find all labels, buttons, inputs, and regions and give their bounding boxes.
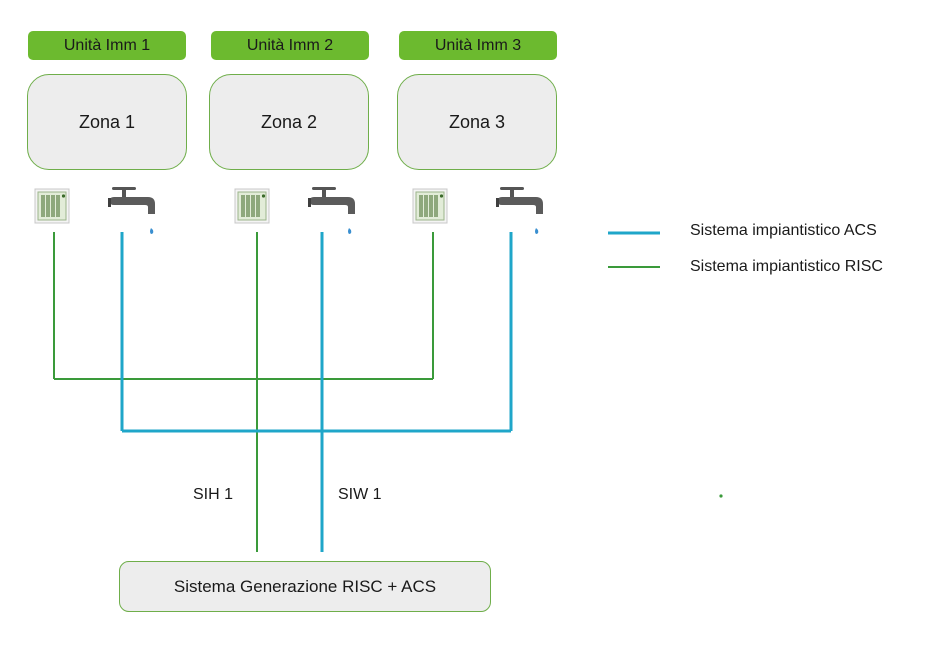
siw-label: SIW 1 [338,486,382,503]
unit-label-1: Unità Imm 1 [28,31,186,60]
zone-label-3: Zona 3 [448,111,506,132]
zone-box-1: Zona 1 [27,74,187,170]
legend-label-acs: Sistema impiantistico ACS [690,222,877,239]
radiator-icon [234,188,270,224]
sih-label: SIH 1 [193,486,234,503]
generation-system-box: Sistema Generazione RISC + ACS [119,561,491,612]
radiator-icon [34,188,70,224]
water-tap-icon [496,187,543,234]
unit-label-2: Unità Imm 2 [211,31,369,60]
unit-label-3: Unità Imm 3 [399,31,557,60]
dot-marker [719,494,723,498]
zone-box-3: Zona 3 [397,74,557,170]
water-tap-icon [108,187,155,234]
acs-network [120,232,513,552]
water-tap-icon [308,187,355,234]
generation-system-label: Sistema Generazione RISC + ACS [173,576,437,596]
zone-label-2: Zona 2 [260,111,318,132]
risc-network [53,232,434,552]
zone-box-2: Zona 2 [209,74,369,170]
zone-label-1: Zona 1 [78,111,136,132]
radiator-icon [412,188,448,224]
legend-label-risc: Sistema impiantistico RISC [690,258,883,275]
